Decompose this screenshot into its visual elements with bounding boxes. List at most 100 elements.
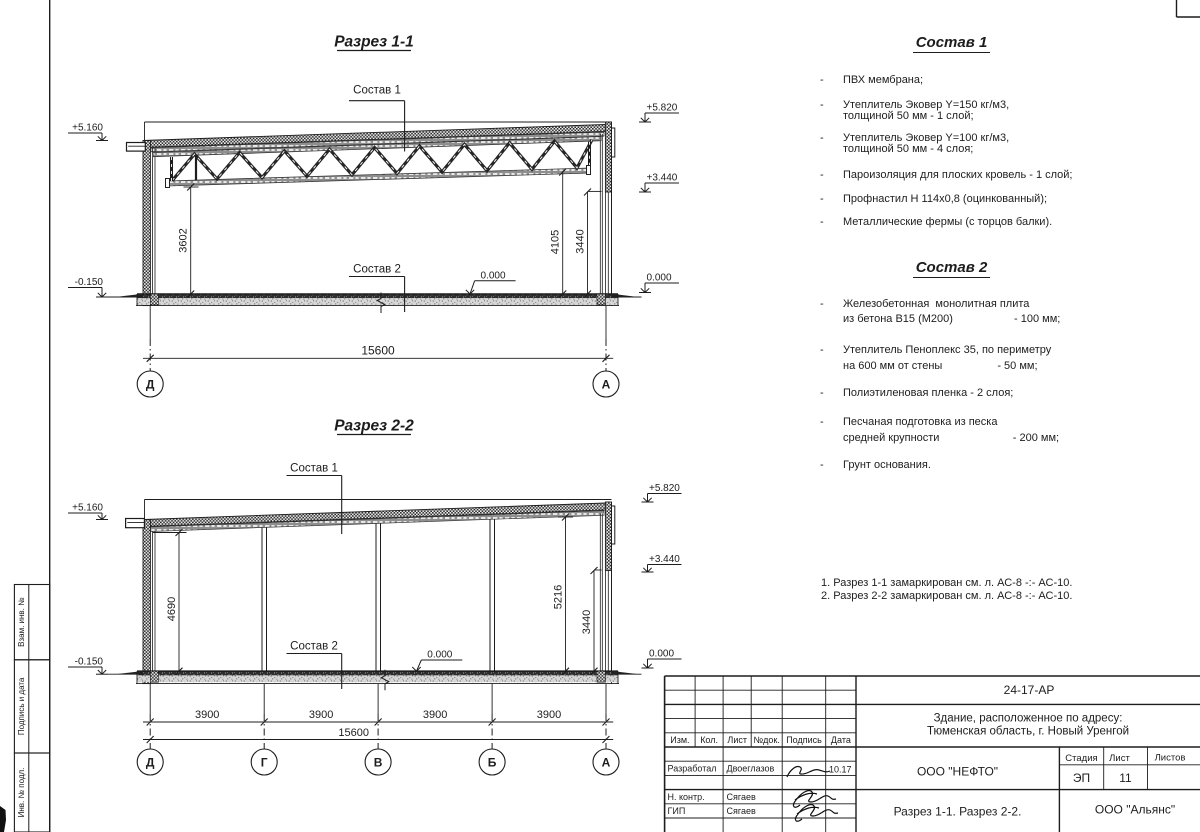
comp2-callout: Состав 2 <box>290 641 338 653</box>
list-item: - Полиэтиленовая пленка - 2 слоя; <box>820 386 1014 402</box>
bullet-dash: - <box>820 168 824 181</box>
notes-text: 1. Разрез 1-1 замаркирован см. л. АС-8 -… <box>821 577 1073 603</box>
tb-col: Лист <box>727 735 747 745</box>
perimeter-insulation <box>596 670 606 683</box>
dim-15600: 15600 <box>361 343 395 357</box>
lvl: +5.160 <box>72 503 103 514</box>
tb-col: Изм. <box>670 735 689 745</box>
section-2-2: Разрез 2-2 Состав 1 Состав 2 4690 5216 3… <box>68 418 682 776</box>
roof-edge-cap <box>125 141 146 152</box>
signature <box>794 803 839 822</box>
margin-box-label: Инв. № подл. <box>17 768 26 818</box>
lvl: 0.000 <box>647 273 672 284</box>
list-item-text: Металлические фермы (с торцов балки). <box>843 215 1053 228</box>
bullet-dash: - <box>820 387 824 399</box>
axis-bubble <box>250 748 278 776</box>
section-title: Разрез 2-2 <box>334 418 414 435</box>
dim-3440: 3440 <box>581 610 593 634</box>
tb-role: Н. контр. <box>668 792 705 802</box>
comp1-callout: Состав 1 <box>290 463 338 475</box>
signature <box>786 765 831 778</box>
dim-3900: 3900 <box>537 709 561 721</box>
composition-1-title: Состав 1 <box>843 34 1060 53</box>
perimeter-insulation <box>150 293 159 306</box>
truss-bottom-chord <box>166 167 591 187</box>
lvl: 0.000 <box>649 649 674 660</box>
lvl: +5.820 <box>649 483 680 494</box>
list-item-text: Грунт основания. <box>843 459 931 471</box>
section-1-1: Разрез 1-1 Состав 1 Состав 2 3602 4105 3… <box>68 34 679 398</box>
list-item: -Железобетонная монолитная плита из бето… <box>820 297 1060 329</box>
tb-name: Двоеглазов <box>727 763 775 773</box>
axis-bubble <box>478 748 506 776</box>
list-item-text: Профнастил Н 114х0,8 (оцинкованный); <box>843 193 1048 205</box>
comp2-callout: Состав 2 <box>353 264 401 276</box>
dim-15600: 15600 <box>338 727 369 739</box>
bullet-dash: - <box>820 98 824 111</box>
notes: 1. Разрез 1-1 замаркирован см. л. АС-8 -… <box>821 577 1072 604</box>
axis-letter: Г <box>261 756 268 770</box>
tb-sheet-label: Лист <box>1109 753 1130 764</box>
axis-bubble <box>136 748 164 776</box>
axes-s2: 3900 3900 3900 3900 15600 Д Г В Б А <box>136 683 620 776</box>
grade-wedge <box>115 671 143 675</box>
perimeter-insulation <box>596 293 606 306</box>
list-item-text: Пароизоляция для плоских кровель - 1 сло… <box>843 168 1073 181</box>
bullet-dash: - <box>820 215 824 228</box>
levels-s1: +5.160 -0.150 +5.820 +3.440 0.000 0.000 <box>68 103 679 298</box>
list-item: -ПВХ мембрана; <box>820 74 924 86</box>
margin-box <box>13 752 51 832</box>
tb-col: Дата <box>831 735 851 745</box>
columns <box>261 519 495 672</box>
dim-4105: 4105 <box>550 230 562 254</box>
lvl: 0.000 <box>481 270 506 281</box>
axis-bubble <box>364 748 392 776</box>
section-title: Разрез 1-1 <box>334 34 414 51</box>
wall-right-parapet <box>604 121 612 193</box>
lvl: +3.440 <box>649 554 680 565</box>
break-mark <box>380 669 390 691</box>
axis-letter: Д <box>146 378 155 392</box>
tb-date: 10.17 <box>829 764 852 774</box>
list-item-text: Утеплитель Эковер Y=100 кг/м3, толщиной … <box>843 131 1010 155</box>
title-block: Изм. Кол. Лист №док. Подпись Дата Разраб… <box>663 675 1200 832</box>
axis-letter: А <box>602 378 611 392</box>
tb-sheets-label: Листов <box>1155 752 1186 763</box>
tb-col: Подпись <box>786 735 822 745</box>
tb-sheet-no: 11 <box>1119 771 1132 785</box>
lvl: -0.150 <box>75 657 104 668</box>
parapet-trim <box>611 127 616 158</box>
bullet-dash: - <box>820 193 824 205</box>
bullet-dash: - <box>820 459 824 471</box>
list-item-text: ПВХ мембрана; <box>843 74 924 86</box>
list-item-text: Утеплитель Эковер Y=150 кг/м3, толщиной … <box>843 98 1010 122</box>
dim-3900: 3900 <box>195 709 219 721</box>
dimensions-s2: 4690 5216 3440 <box>152 513 602 676</box>
list-item-text: Полиэтиленовая пленка - 2 слоя; <box>843 387 1014 399</box>
tb-contractor: ООО "Альянс" <box>1095 803 1175 817</box>
list-item: - Пароизоляция для плоских кровель - 1 сл… <box>820 168 1073 181</box>
tb-object: Тюменская область, г. Новый Уренгой <box>927 726 1129 738</box>
levels-s2: +5.160 -0.150 +5.820 +3.440 0.000 0.000 <box>68 483 682 675</box>
break-mark <box>376 292 386 313</box>
list-item: - Грунт основания. <box>820 458 931 474</box>
dim-3602: 3602 <box>178 228 190 252</box>
axis-letter: А <box>602 756 611 770</box>
parapet-trim <box>611 505 616 545</box>
dim-3900: 3900 <box>309 709 333 721</box>
bullet-dash: - <box>820 416 824 428</box>
lvl: +5.160 <box>72 123 103 134</box>
list-item: - Песчаная подготовка из песка средней кр… <box>820 415 1060 447</box>
list-item-text: Песчаная подготовка из песка средней кру… <box>843 416 1060 444</box>
tb-sheet-title: Разрез 1-1. Разрез 2-2. <box>894 805 1022 819</box>
axis-letter: Д <box>146 756 155 770</box>
tb-role: ГИП <box>668 806 686 816</box>
floor-slab <box>108 669 642 691</box>
composition-1-title-text: Состав 1 <box>912 34 991 53</box>
tb-name: Сягаев <box>727 806 756 816</box>
margin-box-label: Взам. инв. № <box>17 597 26 647</box>
tb-stage-label: Стадия <box>1065 753 1097 764</box>
